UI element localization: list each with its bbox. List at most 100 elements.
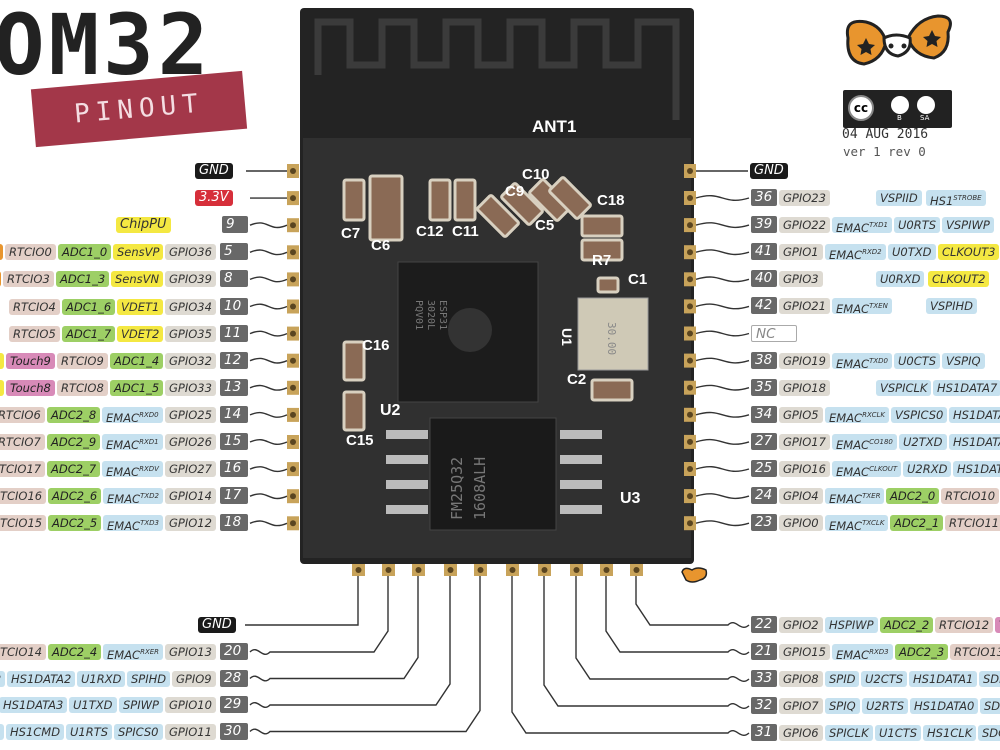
right-func-label-text: VSPIQ <box>946 353 981 368</box>
bottom-left-func-label-text: GPIO13 <box>169 645 212 659</box>
right-pin-number: 35 <box>751 378 777 396</box>
bottom-right-func-label-text: U2RTS <box>866 699 905 713</box>
pad <box>287 164 299 178</box>
pad-hole <box>633 567 640 573</box>
pin-wire <box>695 438 750 445</box>
right-func-label-text: HS1DATA4 <box>957 462 1000 476</box>
pad <box>684 191 696 205</box>
left-func-label-text: ADC2_6 <box>52 489 98 504</box>
left-pin-number: 5 <box>220 243 248 261</box>
pad <box>287 299 299 314</box>
bottom-right-func-label-text: GPIO8 <box>783 672 819 686</box>
capacitor <box>528 178 572 222</box>
chip-line-3: PQV01 <box>413 300 424 330</box>
bottom-left-func-label: U1RXD <box>77 670 126 687</box>
by-label: B <box>897 114 902 122</box>
left-func-label: RTCIO9 <box>57 352 108 369</box>
right-func-label: U2RXD <box>903 461 952 477</box>
bottom-right-func-label-text: ADC2_2 <box>884 618 930 632</box>
pad-hole <box>687 493 693 500</box>
pad <box>287 353 299 368</box>
left-func-label-sub: TXD3 <box>140 519 160 528</box>
pad-hole <box>290 357 296 364</box>
pad-hole <box>447 567 454 573</box>
bottom-left-func-label-text: GPIO9 <box>176 671 212 686</box>
bottom-left-func-label: SPICS0 <box>114 723 163 740</box>
bottom-left-func-label-text: SPICS0 <box>118 724 159 739</box>
u3-label: U3 <box>620 490 641 507</box>
flash-line-2: 1608ALH <box>471 457 489 520</box>
pad <box>570 564 583 576</box>
bottom-left-func-label: D <box>0 723 4 740</box>
right-pin-number: 38 <box>751 351 777 369</box>
pad <box>382 564 395 576</box>
left-func-label: ADC2_8 <box>47 406 101 423</box>
right-func-label: GPIO23 <box>779 190 830 206</box>
component-label: C16 <box>362 337 390 354</box>
pad-hole <box>290 168 296 174</box>
right-func-label: HS1DATA4 <box>953 461 1000 477</box>
pad-hole <box>290 466 296 473</box>
left-func-label-text: Touch8 <box>10 380 51 395</box>
pin-wire <box>249 330 288 337</box>
left-func-label-text: RTCIO8 <box>61 380 104 395</box>
right-func-label: EMACCLKOUT <box>832 461 902 479</box>
right-func-label: EMACRXD2 <box>825 244 886 262</box>
pcb-dot-area <box>303 138 691 558</box>
right-func-label-sub: TXD1 <box>869 221 889 230</box>
left-func-label: GPIO14 <box>165 488 216 505</box>
bottom-left-pin-number: 30 <box>220 722 248 740</box>
right-gnd-label: GND <box>750 163 788 179</box>
bottom-right-func-label: HS1CLK <box>923 725 977 741</box>
right-func-label-sub: TXD0 <box>869 356 889 365</box>
bottom-right-func-label: EMACRXD3 <box>832 644 893 662</box>
left-func-label-text: EMAC <box>107 492 141 507</box>
pad-hole <box>687 276 693 283</box>
left-func-label-text: ADC2_5 <box>52 516 98 531</box>
bottom-right-func-label-text: GPIO2 <box>783 618 819 632</box>
component-label: C1 <box>628 271 647 288</box>
capacitor <box>596 276 620 294</box>
capacitor <box>548 176 592 220</box>
left-func-label: ADC1_7 <box>62 325 116 342</box>
bottom-right-func-label: SPICLK <box>825 725 873 741</box>
left-func-label: PA <box>0 244 4 261</box>
left-func-label-text: EMAC <box>106 437 140 452</box>
left-power-label-text: 3.3V <box>199 190 229 206</box>
bottom-right-func-label: SDC <box>978 725 1000 741</box>
component-label: C6 <box>371 237 390 254</box>
right-pin-number: 42 <box>751 297 777 315</box>
left-func-label-text: ADC1_6 <box>66 299 112 314</box>
right-func-label: U0RXD <box>876 271 925 288</box>
bottom-left-func-label: ADC2_4 <box>48 644 102 660</box>
bottom-right-func-label: RTCIO13 <box>950 644 1000 660</box>
pad <box>684 516 696 531</box>
cc-license-badge: cc B SA <box>843 90 952 128</box>
bottom-right-func-label: Touc <box>995 617 1000 633</box>
pad-hole <box>687 438 693 445</box>
pin-wire <box>249 520 288 527</box>
bottom-left-func-label-text: HS1DATA3 <box>3 698 64 712</box>
left-func-label-text: RTCIO16 <box>0 489 43 504</box>
pad <box>538 564 551 576</box>
pin-wire <box>543 576 750 709</box>
left-func-label: ADC1_0 <box>58 244 112 261</box>
left-power-label: 3.3V <box>195 190 233 207</box>
right-pin-number: 40 <box>751 270 777 288</box>
left-func-label: ADC2_9 <box>47 434 101 450</box>
bottom-left-func-label: SPIHD <box>127 670 171 687</box>
pin-wire <box>249 439 288 445</box>
left-func-label: ADC2_5 <box>48 515 102 532</box>
pad <box>287 245 299 260</box>
bottom-left-func-label-text: U1RXD <box>81 671 122 686</box>
right-func-label: GPIO4 <box>779 488 823 505</box>
left-pin-number: 16 <box>220 460 248 478</box>
right-func-label-text: GPIO17 <box>783 434 826 449</box>
left-func-label-text: GPIO14 <box>169 489 212 504</box>
right-func-label-text: U2RXD <box>907 462 948 476</box>
right-func-label: VSPICLK <box>876 379 932 396</box>
left-func-label: ADC1_4 <box>110 352 164 369</box>
bottom-right-func-label-text: RTCIO12 <box>939 618 990 632</box>
pad <box>684 299 696 314</box>
bottom-right-func-label: GPIO15 <box>779 644 830 660</box>
